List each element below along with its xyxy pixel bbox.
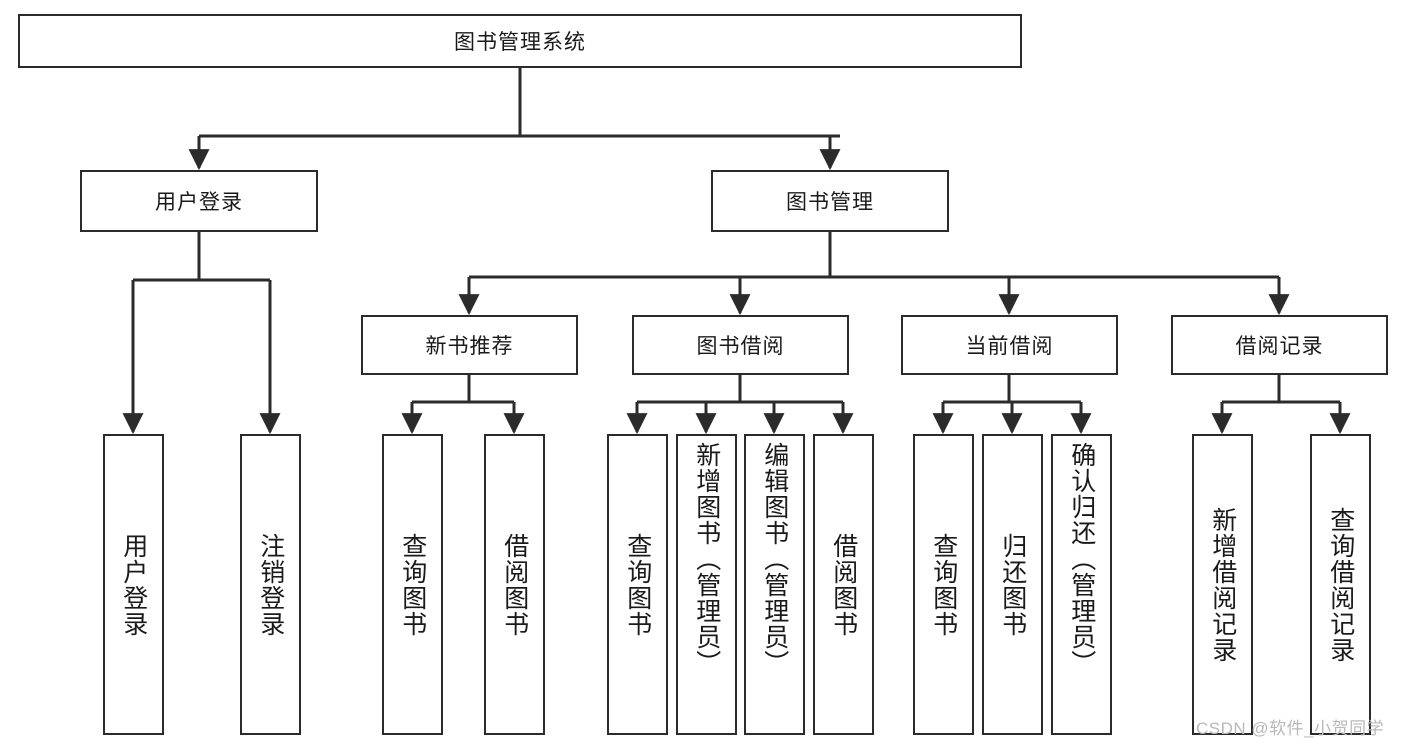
leaf-new-books-borrow-book-label: 借阅图书 [500, 532, 529, 637]
leaf-current-confirm-return[interactable]: 确认归还（管理员） [1051, 434, 1112, 735]
leaf-new-books-borrow-book[interactable]: 借阅图书 [484, 434, 545, 735]
leaf-borrow-borrow-book[interactable]: 借阅图书 [813, 434, 874, 735]
leaf-user-login[interactable]: 用户登录 [103, 434, 164, 735]
leaf-borrow-query-book[interactable]: 查询图书 [607, 434, 668, 735]
node-current-borrow[interactable]: 当前借阅 [901, 315, 1118, 375]
leaf-records-query-record-label: 查询借阅记录 [1326, 506, 1355, 663]
node-current-borrow-label: 当前借阅 [965, 335, 1054, 358]
leaf-borrow-query-book-label: 查询图书 [623, 532, 652, 637]
leaf-records-query-record[interactable]: 查询借阅记录 [1310, 434, 1371, 735]
leaf-current-query-book-label: 查询图书 [929, 532, 958, 637]
leaf-logout[interactable]: 注销登录 [240, 434, 301, 735]
leaf-new-books-query-book-label: 查询图书 [398, 532, 427, 637]
node-root-label: 图书管理系统 [454, 31, 586, 54]
node-root[interactable]: 图书管理系统 [18, 14, 1022, 68]
leaf-new-books-query-book[interactable]: 查询图书 [382, 434, 443, 735]
leaf-borrow-borrow-book-label: 借阅图书 [829, 532, 858, 637]
leaf-user-login-label: 用户登录 [119, 532, 148, 637]
watermark-text: CSDN @软件_小贺同学 [1196, 719, 1385, 738]
node-book-management-label: 图书管理 [786, 191, 874, 214]
node-user-login-label: 用户登录 [155, 191, 243, 214]
node-book-borrow[interactable]: 图书借阅 [632, 315, 849, 375]
leaf-borrow-add-book[interactable]: 新增图书（管理员） [676, 434, 737, 735]
node-borrow-records-label: 借阅记录 [1235, 335, 1324, 358]
leaf-logout-label: 注销登录 [256, 532, 285, 637]
leaf-borrow-add-book-label: 新增图书（管理员） [692, 442, 721, 676]
leaf-borrow-edit-book-label: 编辑图书（管理员） [760, 442, 789, 676]
leaf-current-return-book[interactable]: 归还图书 [982, 434, 1043, 735]
node-user-login[interactable]: 用户登录 [80, 170, 318, 232]
leaf-current-return-book-label: 归还图书 [998, 532, 1027, 637]
node-book-management[interactable]: 图书管理 [711, 170, 949, 232]
leaf-records-add-record[interactable]: 新增借阅记录 [1192, 434, 1253, 735]
leaf-borrow-edit-book[interactable]: 编辑图书（管理员） [744, 434, 805, 735]
leaf-records-add-record-label: 新增借阅记录 [1208, 506, 1237, 663]
node-book-borrow-label: 图书借阅 [696, 335, 785, 358]
node-new-book-recommend[interactable]: 新书推荐 [361, 315, 578, 375]
node-borrow-records[interactable]: 借阅记录 [1171, 315, 1388, 375]
node-new-book-recommend-label: 新书推荐 [425, 335, 514, 358]
leaf-current-confirm-return-label: 确认归还（管理员） [1067, 442, 1096, 676]
leaf-current-query-book[interactable]: 查询图书 [913, 434, 974, 735]
